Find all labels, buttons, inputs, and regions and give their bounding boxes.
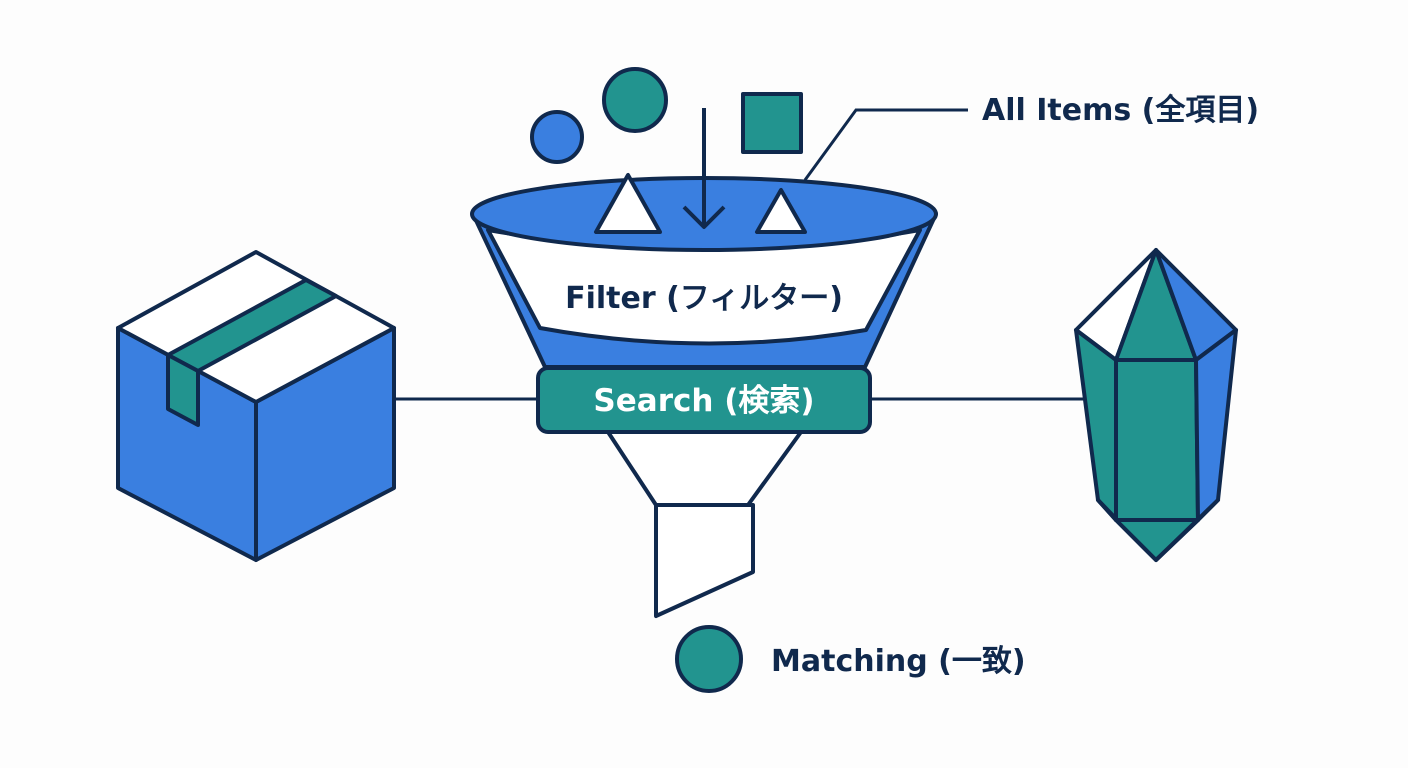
- gem-left-body: [1074, 328, 1118, 522]
- down-arrow-icon: [682, 205, 726, 229]
- all-items-label: All Items (全項目): [982, 93, 1259, 128]
- item-triangle-right: [755, 188, 807, 234]
- item-triangle-left: [594, 173, 662, 234]
- item-square: [741, 92, 803, 154]
- box-tape-front: [166, 353, 200, 427]
- falling-items: [530, 67, 803, 164]
- crystal-gem-icon: [1074, 248, 1238, 562]
- funnel-icon: [470, 108, 938, 618]
- search-bar: [536, 366, 872, 434]
- gem-center-body: [1114, 358, 1200, 522]
- funnel-lower-cone: [606, 430, 803, 507]
- item-circle-small: [530, 110, 584, 164]
- all-items-leader-line: [803, 108, 968, 181]
- connector-lines: [394, 108, 1084, 401]
- filter-label: Filter (フィルター): [565, 281, 843, 316]
- gem-right-bottom: [1154, 498, 1220, 562]
- search-label: Search (検索): [593, 383, 814, 419]
- matching-item-circle: [675, 625, 743, 693]
- gem-center-bottom: [1114, 518, 1200, 562]
- gem-right-body: [1194, 328, 1238, 522]
- cardboard-box-icon: [116, 250, 396, 562]
- item-circle-large: [602, 67, 668, 133]
- funnel-spout: [654, 503, 755, 618]
- matching-label: Matching (一致): [771, 644, 1026, 679]
